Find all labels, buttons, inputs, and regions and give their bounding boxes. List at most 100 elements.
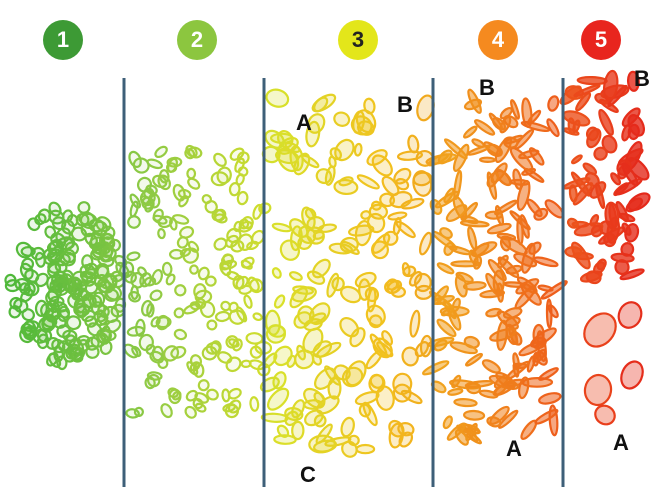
- gland-283: [194, 284, 206, 299]
- gland-342: [131, 273, 144, 288]
- gland-470: [264, 87, 290, 109]
- gland-353: [159, 402, 174, 418]
- gland-209: [197, 379, 210, 392]
- gland-379: [289, 271, 303, 282]
- grade-5-number: 5: [595, 29, 607, 51]
- gland-653: [517, 218, 523, 244]
- gland-137: [86, 345, 100, 358]
- gland-184: [82, 272, 96, 286]
- gland-583: [521, 120, 550, 132]
- gland-393: [357, 445, 375, 453]
- gland-333: [148, 372, 162, 381]
- gland-165: [4, 274, 16, 287]
- gland-748: [621, 242, 634, 256]
- gland-352: [212, 152, 228, 168]
- gland-505: [354, 144, 362, 156]
- grade-2-badge: 2: [177, 20, 217, 60]
- gland-588: [514, 364, 527, 368]
- gland-332: [158, 229, 166, 239]
- grade-3-number: 3: [352, 29, 364, 51]
- grade-4-label-b: B: [479, 75, 495, 101]
- gland-759: [571, 154, 583, 164]
- grade-3-label-b: B: [397, 92, 413, 118]
- gland-273: [162, 263, 171, 276]
- gland-733: [578, 77, 607, 85]
- gland-516: [265, 310, 280, 335]
- gland-434: [332, 110, 351, 128]
- gland-303: [183, 303, 200, 316]
- gland-487: [312, 95, 330, 113]
- gland-263: [149, 289, 163, 302]
- gland-528: [368, 374, 385, 393]
- gland-286: [229, 182, 240, 196]
- gland-731: [565, 247, 581, 257]
- gland-397: [407, 135, 419, 153]
- gland-299: [243, 295, 253, 309]
- gland-381: [262, 413, 288, 422]
- gland-331: [216, 166, 232, 184]
- gland-210: [227, 387, 242, 400]
- gland-709: [582, 162, 598, 176]
- gland-259: [173, 283, 187, 297]
- gland-419: [356, 173, 380, 191]
- gland-699: [497, 283, 504, 302]
- gland-658: [453, 171, 462, 200]
- grade-4-label-a: A: [506, 436, 522, 462]
- gland-416: [349, 436, 359, 446]
- gland-346: [253, 312, 263, 321]
- gland-561: [547, 95, 560, 112]
- gland-461: [392, 287, 405, 297]
- gland-301: [127, 215, 140, 228]
- gland-649: [480, 158, 495, 162]
- gland-675: [511, 179, 529, 185]
- gland-295: [151, 269, 164, 285]
- gland-334: [190, 266, 198, 274]
- grade-1-number: 1: [57, 29, 69, 51]
- grade-5-badge: 5: [581, 20, 621, 60]
- gland-323: [250, 397, 259, 411]
- gland-691: [464, 410, 484, 420]
- gland-98: [14, 240, 35, 260]
- gland-771: [615, 299, 645, 331]
- gland-325: [186, 177, 201, 191]
- gland-407: [409, 310, 421, 337]
- gland-148: [57, 356, 67, 369]
- gland-643: [533, 256, 558, 268]
- grade-5-label-a: A: [613, 430, 629, 456]
- gland-483: [371, 201, 381, 210]
- gland-224: [206, 319, 218, 331]
- gland-168: [90, 296, 101, 307]
- gland-345: [187, 169, 195, 178]
- gland-337: [233, 276, 244, 290]
- gland-761: [625, 196, 645, 214]
- grade-4-badge: 4: [478, 20, 518, 60]
- gland-429: [272, 222, 291, 232]
- gland-237: [215, 311, 229, 322]
- gland-762: [596, 258, 608, 271]
- gland-274: [154, 145, 169, 159]
- grade-3-badge: 3: [338, 20, 378, 60]
- grade-2-number: 2: [191, 29, 203, 51]
- gland-250: [173, 307, 185, 319]
- gland-482: [273, 294, 286, 309]
- gland-697: [449, 245, 471, 256]
- gland-238: [174, 328, 188, 340]
- grade-3-label-c: C: [300, 462, 316, 488]
- gland-542: [454, 398, 477, 406]
- gland-773: [617, 358, 646, 392]
- gland-637: [538, 391, 561, 405]
- gland-265: [246, 333, 262, 344]
- gland-526: [400, 389, 423, 406]
- grade-3-label-a: A: [296, 110, 312, 136]
- gland-606: [448, 388, 463, 396]
- gland-587: [465, 353, 483, 367]
- gland-327: [128, 291, 141, 303]
- gland-471: [271, 267, 282, 279]
- grade-5-label-b: B: [634, 66, 650, 92]
- gland-527: [309, 435, 335, 453]
- gland-169: [37, 334, 49, 349]
- gland-601: [463, 125, 478, 139]
- gland-529: [415, 274, 431, 292]
- gland-623: [422, 359, 450, 376]
- gland-517: [369, 315, 382, 327]
